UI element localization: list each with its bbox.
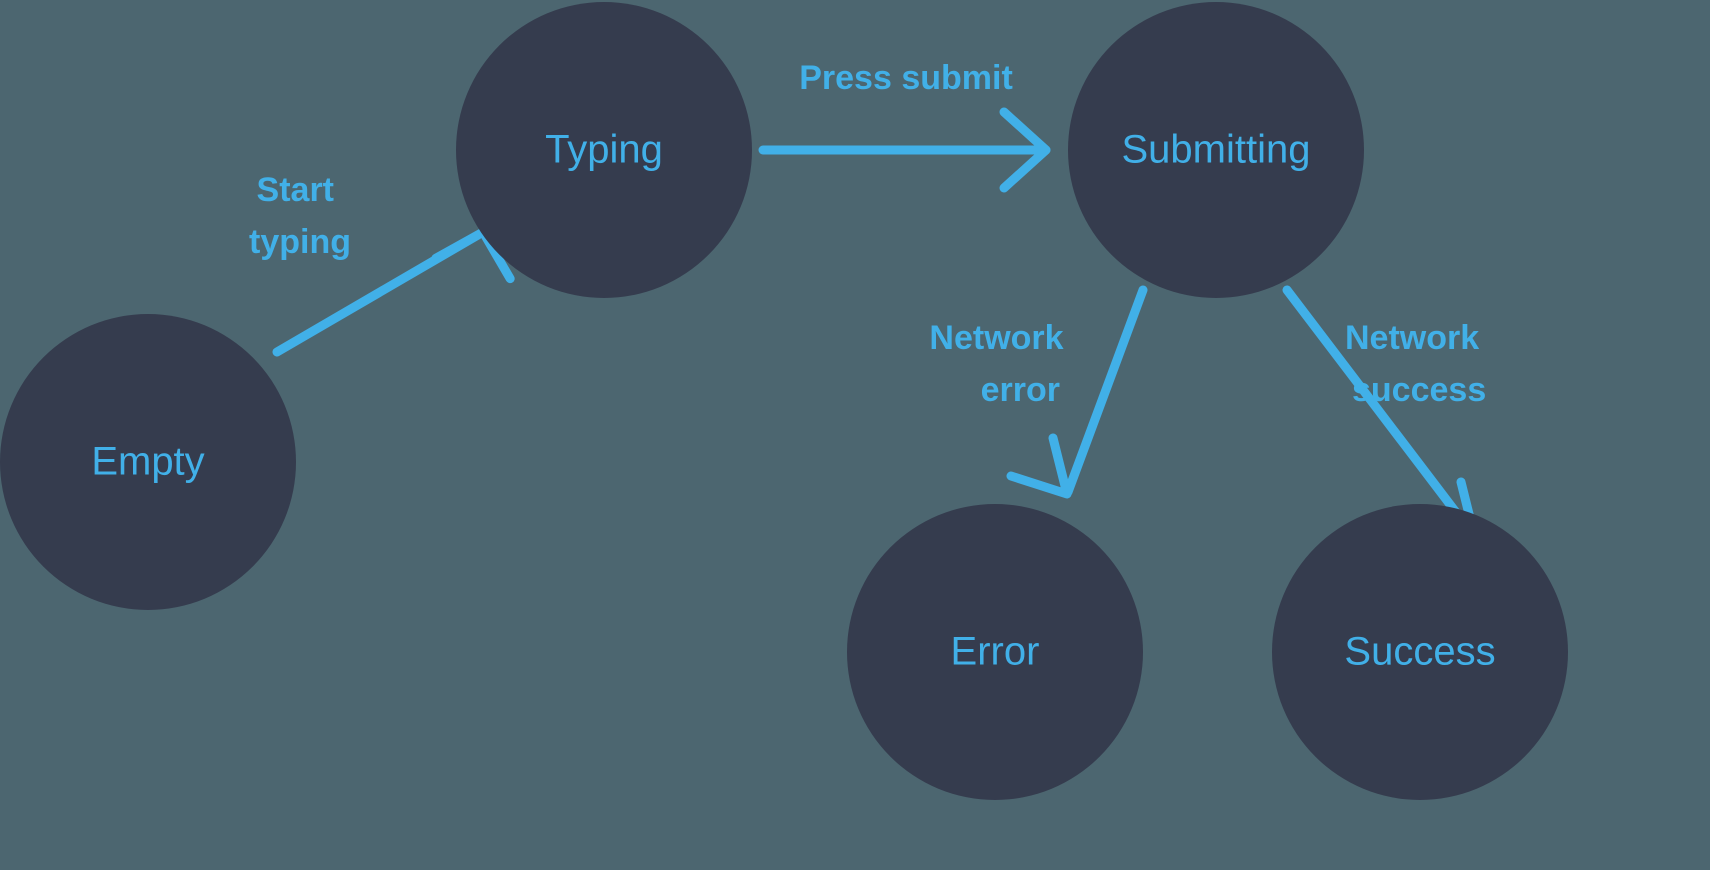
edge-label-network-success: Network success — [1345, 319, 1489, 409]
edge-label-network-success-line-2: success — [1352, 371, 1486, 409]
edge-label-press-submit-line-1: Press submit — [799, 59, 1013, 97]
edge-label-network-error-line-2: error — [981, 371, 1060, 409]
node-empty-circle — [0, 314, 296, 610]
edge-label-network-error: Network error — [929, 319, 1073, 409]
edge-label-press-submit: Press submit — [799, 59, 1013, 97]
edge-label-network-error-line-1: Network — [929, 319, 1063, 357]
node-error[interactable]: Error — [847, 504, 1143, 800]
edge-label-start-typing: Start typing — [249, 171, 351, 261]
node-typing-circle — [456, 2, 752, 298]
edge-network-error-arrowhead — [1006, 433, 1072, 499]
node-submitting-circle — [1068, 2, 1364, 298]
node-error-circle — [847, 504, 1143, 800]
node-success[interactable]: Success — [1272, 504, 1568, 800]
node-typing-label: Typing — [545, 128, 663, 172]
edge-press-submit-arrowhead — [999, 107, 1051, 193]
node-submitting[interactable]: Submitting — [1068, 2, 1364, 298]
edge-network-error-line — [1063, 285, 1148, 497]
edge-label-start-typing-line-1: Start — [257, 171, 334, 209]
edge-press-submit[interactable] — [758, 107, 1051, 193]
edge-network-success-line — [1282, 285, 1479, 541]
edge-label-network-success-line-1: Network — [1345, 319, 1479, 357]
edge-network-error[interactable] — [1006, 285, 1148, 499]
node-error-label: Error — [951, 630, 1040, 674]
node-empty-label: Empty — [91, 440, 204, 484]
node-success-circle — [1272, 504, 1568, 800]
edge-label-start-typing-line-2: typing — [249, 223, 351, 261]
node-submitting-label: Submitting — [1122, 128, 1311, 172]
node-empty[interactable]: Empty — [0, 314, 296, 610]
node-typing[interactable]: Typing — [456, 2, 752, 298]
node-success-label: Success — [1344, 630, 1495, 674]
